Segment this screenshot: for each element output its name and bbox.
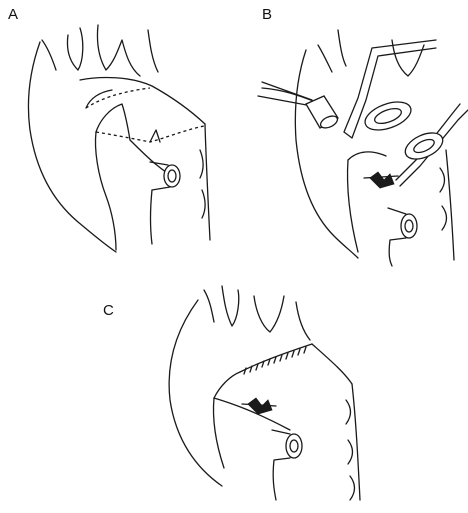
panel-b-tear-repair xyxy=(370,172,394,188)
panel-a-drawing xyxy=(28,25,210,252)
panel-a-aortic-outline xyxy=(28,42,116,252)
panel-b-suture xyxy=(258,82,316,106)
panel-c-aortic-outline xyxy=(169,300,222,486)
panel-c-drawing xyxy=(169,286,360,500)
panel-a-resected-segment xyxy=(96,104,130,140)
panel-c-branch-vessels xyxy=(204,286,310,340)
panel-a-branch-vessels xyxy=(42,25,158,76)
panel-b-aortic-outline xyxy=(295,50,358,258)
panel-b-drawing xyxy=(258,30,468,266)
